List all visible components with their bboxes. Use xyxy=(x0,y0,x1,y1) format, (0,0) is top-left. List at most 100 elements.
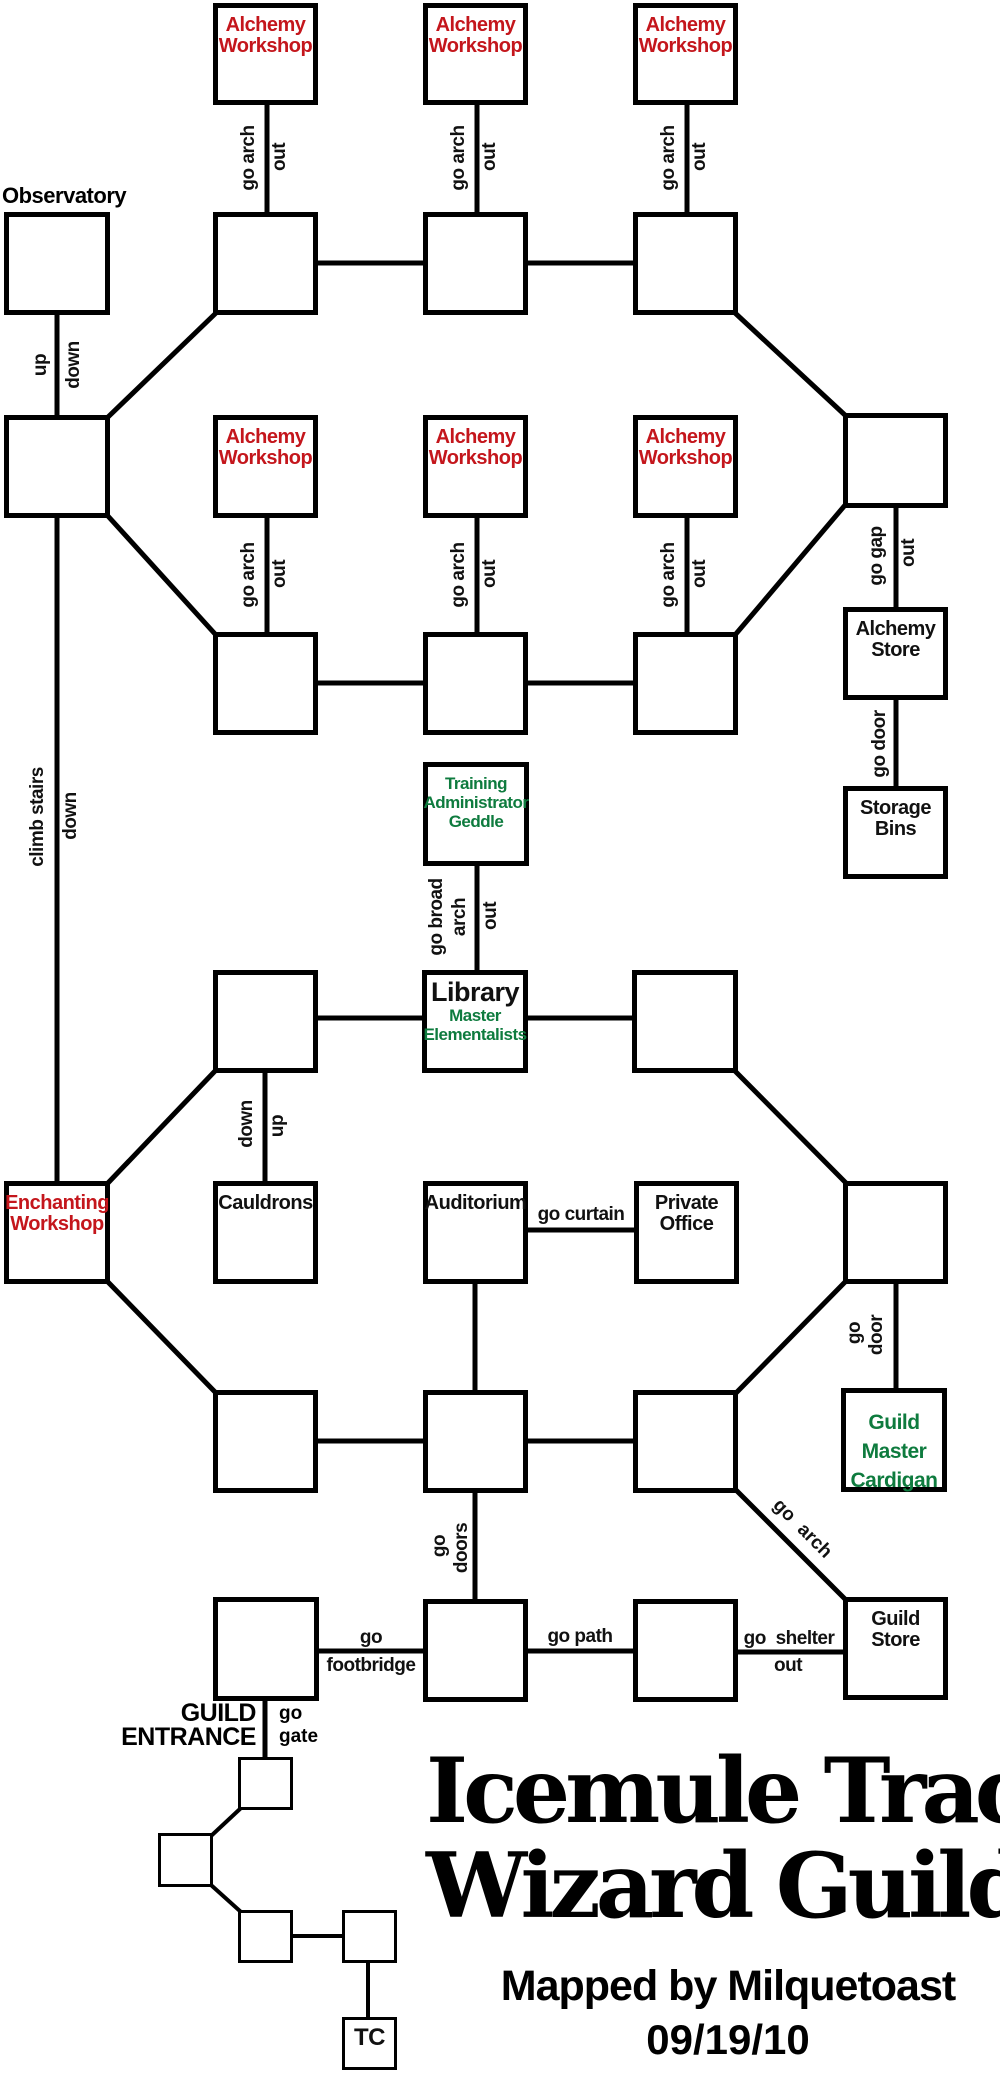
room-label: Office xyxy=(659,1213,714,1235)
path-label-go-shelter: go shelter xyxy=(743,1628,835,1649)
room-hex-5a xyxy=(213,1390,318,1493)
connector xyxy=(105,1068,218,1186)
room-hex-5c xyxy=(633,1390,738,1493)
guild-entrance-label: GUILD ENTRANCE xyxy=(96,1699,257,1751)
path-label-gate: gate xyxy=(279,1726,319,1747)
path-label-down: down xyxy=(236,1100,257,1148)
path-label-door: door xyxy=(866,1314,887,1356)
path-label-down: down xyxy=(60,792,81,840)
room-enchanting-workshop: Enchanting Workshop xyxy=(4,1181,110,1284)
room-alchemy-workshop-6: Alchemy Workshop xyxy=(633,415,738,518)
connector xyxy=(105,1279,218,1395)
room-hex-2a xyxy=(213,632,318,735)
path-label-go: go xyxy=(429,1534,450,1558)
room-alchemy-workshop-2: Alchemy Workshop xyxy=(423,3,528,105)
connector xyxy=(734,1278,849,1395)
room-label: Master xyxy=(449,1006,501,1025)
path-label-out: out xyxy=(898,538,919,568)
room-label: Bins xyxy=(874,818,917,840)
room-town-center: TC xyxy=(342,2017,397,2070)
path-label-arch: arch xyxy=(449,897,470,937)
room-label: Storage xyxy=(860,797,931,819)
room-label: Training xyxy=(444,774,508,793)
room-label: Alchemy xyxy=(225,426,306,448)
room-hex-1b xyxy=(423,212,528,315)
path-label-out: out xyxy=(689,559,710,589)
map-title-line2: Wizard Guild xyxy=(426,1833,1000,1939)
room-alchemy-workshop-3: Alchemy Workshop xyxy=(633,3,738,105)
room-label: Store xyxy=(871,639,920,661)
path-label-climb-stairs: climb stairs xyxy=(27,767,48,867)
connector xyxy=(733,502,848,637)
connector xyxy=(209,1806,243,1838)
room-gate-4 xyxy=(342,1910,397,1963)
path-label-out: out xyxy=(479,559,500,589)
room-cauldrons: Cauldrons xyxy=(213,1181,318,1284)
room-right-landing xyxy=(843,413,948,508)
path-label-go-gate: go gate xyxy=(279,1702,318,1748)
path-label-up: up xyxy=(267,1114,288,1138)
room-hex-1a xyxy=(213,212,318,315)
room-label: Workshop xyxy=(638,35,733,57)
room-library: Library Master Elementalists xyxy=(422,970,528,1073)
room-hex-1c xyxy=(633,212,738,315)
room-right-junction xyxy=(843,1181,948,1284)
room-gate-2 xyxy=(158,1833,213,1887)
room-label: Private xyxy=(654,1192,719,1214)
room-label: Workshop xyxy=(10,1213,104,1235)
room-label: Workshop xyxy=(218,447,313,469)
path-label-out: out xyxy=(269,142,290,172)
guild-entrance-line2: ENTRANCE xyxy=(121,1723,256,1751)
room-alchemy-workshop-1: Alchemy Workshop xyxy=(213,3,318,105)
room-label: Cardigan xyxy=(850,1469,938,1492)
room-label: Auditorium xyxy=(424,1192,527,1214)
path-label-footbridge: footbridge xyxy=(326,1655,416,1676)
room-label: Workshop xyxy=(428,35,523,57)
map-credit: Mapped by Milquetoast xyxy=(500,1962,956,2010)
path-label-up: up xyxy=(30,353,51,377)
room-label: Guild xyxy=(868,1411,920,1434)
path-label-out: out xyxy=(479,142,500,172)
room-hex-5b xyxy=(423,1390,528,1493)
room-auditorium: Auditorium xyxy=(423,1181,528,1284)
connector xyxy=(105,310,219,420)
path-label-out: out xyxy=(480,901,501,931)
path-label-go-arch: go arch xyxy=(448,542,469,608)
room-entrance-court xyxy=(213,1597,319,1701)
room-hex-2c xyxy=(633,632,738,735)
map-title-line1: Icemule Trace xyxy=(426,1738,1000,1844)
connector xyxy=(105,513,218,637)
path-label-go-arch: go arch xyxy=(658,542,679,608)
path-label-go-door: go door xyxy=(869,710,890,778)
path-label-go: go xyxy=(359,1627,383,1648)
path-label-go-arch: go arch xyxy=(238,125,259,191)
path-label-down: down xyxy=(63,341,84,389)
room-label: Administrator xyxy=(423,793,529,812)
room-label: Store xyxy=(871,1629,920,1651)
path-label-doors: doors xyxy=(451,1522,472,1574)
room-label: Cauldrons xyxy=(218,1192,313,1214)
room-label: Alchemy xyxy=(435,426,516,448)
room-label: Alchemy xyxy=(645,426,726,448)
room-label: Enchanting xyxy=(5,1192,109,1214)
room-gate-1 xyxy=(238,1757,293,1810)
room-training-administrator: Training Administrator Geddle xyxy=(423,762,529,866)
path-label-go-arch: go arch xyxy=(448,125,469,191)
room-private-office: Private Office xyxy=(634,1181,739,1284)
room-label: Alchemy xyxy=(225,14,306,36)
map-title: Icemule Trace Wizard Guild xyxy=(426,1744,1000,1934)
connector xyxy=(209,1883,243,1914)
room-label: Elementalists xyxy=(423,1025,527,1044)
room-alchemy-workshop-4: Alchemy Workshop xyxy=(213,415,318,518)
room-label: Workshop xyxy=(638,447,733,469)
room-label: Workshop xyxy=(218,35,313,57)
room-path-landing xyxy=(633,1599,738,1702)
room-guild-store: Guild Store xyxy=(843,1597,948,1700)
observatory-label: Observatory xyxy=(2,183,127,208)
guild-entrance-line1: GUILD xyxy=(180,1699,257,1727)
map-date: 09/19/10 xyxy=(646,2016,810,2063)
path-label-out: out xyxy=(269,559,290,589)
path-label-go-curtain: go curtain xyxy=(537,1204,625,1225)
path-label-go: go xyxy=(279,1703,303,1724)
